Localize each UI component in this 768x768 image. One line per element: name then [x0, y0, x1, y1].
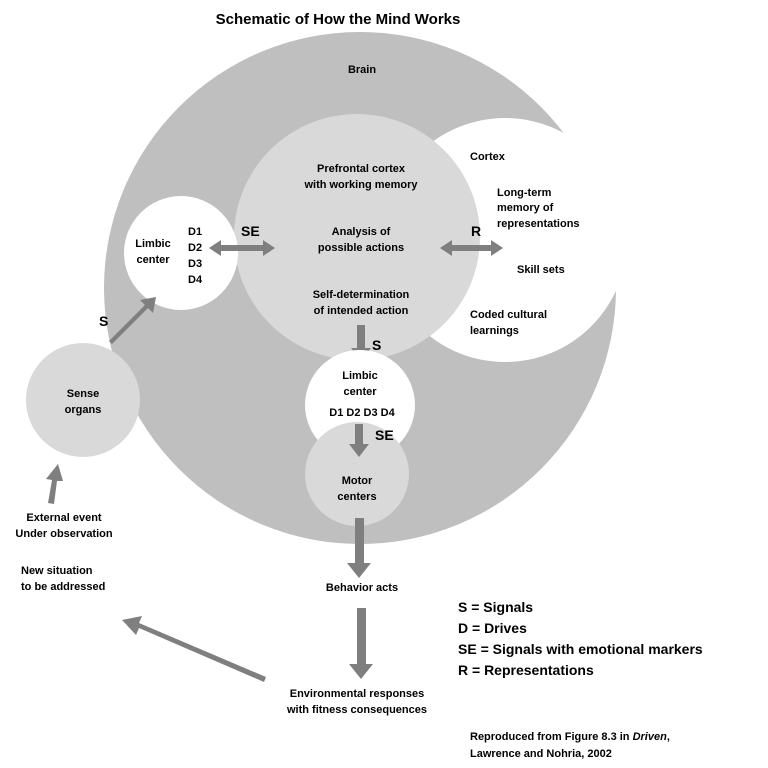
brain-label: Brain — [348, 64, 376, 76]
prefrontal-line-1: Prefrontal cortex — [317, 163, 406, 175]
cortex-label: Cortex — [470, 151, 506, 163]
skill-sets-label: Skill sets — [517, 264, 565, 276]
legend-item-s: S = Signals — [458, 599, 533, 615]
motor-label-2: centers — [337, 491, 376, 503]
new-situation-line-1: New situation — [21, 565, 93, 577]
diagram-title: Schematic of How the Mind Works — [216, 11, 461, 28]
legend: S = Signals D = Drives SE = Signals with… — [458, 599, 703, 678]
s-arrow-sense-to-limbic — [109, 297, 156, 344]
sense-label-1: Sense — [67, 388, 99, 400]
s-arrow-label-left: S — [99, 313, 108, 329]
behavior-acts-label: Behavior acts — [326, 582, 398, 594]
long-term-line-3: representations — [497, 218, 580, 230]
drive-d4: D4 — [188, 274, 203, 286]
limbic-left-label-1: Limbic — [135, 238, 170, 250]
analysis-line-1: Analysis of — [332, 226, 391, 238]
se-arrow-down — [349, 424, 369, 457]
r-arrow-label: R — [471, 223, 481, 239]
drive-d2: D2 — [188, 242, 202, 254]
s-arrow-label-down: S — [372, 337, 381, 353]
self-determination-line-1: Self-determination — [313, 289, 410, 301]
arrow-external-to-sense — [46, 464, 63, 504]
coded-line-1: Coded cultural — [470, 309, 547, 321]
drive-d3: D3 — [188, 258, 202, 270]
limbic-lower-label-1: Limbic — [342, 370, 377, 382]
new-situation-line-2: to be addressed — [21, 581, 105, 593]
limbic-left-label-2: center — [136, 254, 170, 266]
se-double-arrow-left — [209, 240, 275, 256]
se-arrow-label-down: SE — [375, 427, 394, 443]
legend-item-se: SE = Signals with emotional markers — [458, 641, 703, 657]
sense-label-2: organs — [65, 404, 102, 416]
arrow-environment-to-new-situation — [122, 616, 266, 682]
motor-label-1: Motor — [342, 475, 373, 487]
sense-organs-circle — [26, 343, 140, 457]
long-term-line-1: Long-term — [497, 187, 552, 199]
environment-line-1: Environmental responses — [290, 688, 425, 700]
credit-line-1: Reproduced from Figure 8.3 in Driven, — [470, 731, 670, 743]
arrow-motor-to-behavior — [347, 518, 371, 578]
se-arrow-label-left: SE — [241, 223, 260, 239]
environment-line-2: with fitness consequences — [286, 704, 427, 716]
limbic-lower-label-2: center — [343, 386, 377, 398]
analysis-line-2: possible actions — [318, 242, 404, 254]
long-term-line-2: memory of — [497, 202, 554, 214]
external-event-line-1: External event — [26, 512, 102, 524]
coded-line-2: learnings — [470, 325, 519, 337]
limbic-lower-drives: D1 D2 D3 D4 — [329, 407, 395, 419]
limbic-center-left-circle — [124, 196, 238, 310]
legend-item-d: D = Drives — [458, 620, 527, 636]
prefrontal-line-2: with working memory — [303, 179, 418, 191]
arrow-behavior-to-environment — [349, 608, 373, 679]
self-determination-line-2: of intended action — [314, 305, 409, 317]
external-event-line-2: Under observation — [15, 528, 112, 540]
r-double-arrow — [440, 240, 503, 256]
drive-d1: D1 — [188, 226, 202, 238]
prefrontal-circle — [234, 114, 480, 360]
credit-line-2: Lawrence and Nohria, 2002 — [470, 748, 612, 760]
legend-item-r: R = Representations — [458, 662, 594, 678]
motor-centers-circle — [305, 422, 409, 526]
